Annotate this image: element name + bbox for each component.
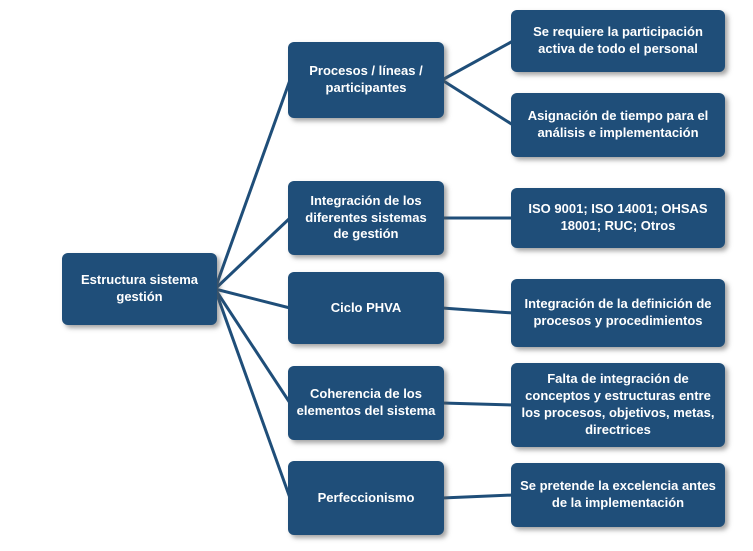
node-branch-label: Procesos / líneas / participantes	[309, 63, 423, 95]
node-branch-label: Integración de los diferentes sistemas d…	[305, 192, 427, 242]
node-leaf-integracion-definicion: Integración de la definición de procesos…	[511, 279, 725, 347]
node-leaf-normas-iso: ISO 9001; ISO 14001; OHSAS 18001; RUC; O…	[511, 188, 725, 248]
node-branch-label: Coherencia de los elementos del sistema	[296, 386, 436, 418]
node-leaf-label: ISO 9001; ISO 14001; OHSAS 18001; RUC; O…	[528, 201, 708, 233]
node-root: Estructura sistema gestión	[62, 253, 217, 325]
connector-root-branch-0	[213, 79, 292, 290]
node-branch-integracion-sistemas: Integración de los diferentes sistemas d…	[288, 181, 444, 255]
node-branch-coherencia: Coherencia de los elementos del sistema	[288, 366, 444, 440]
node-leaf-label: Se requiere la participación activa de t…	[533, 24, 703, 56]
node-leaf-falta-integracion: Falta de integración de conceptos y estr…	[511, 363, 725, 447]
node-leaf-label: Asignación de tiempo para el análisis e …	[527, 108, 709, 140]
connector-branch-2-leaf-0	[441, 306, 514, 315]
node-branch-procesos: Procesos / líneas / participantes	[288, 42, 444, 118]
node-leaf-participacion-personal: Se requiere la participación activa de t…	[511, 10, 725, 72]
node-leaf-label: Se pretende la excelencia antes de la im…	[520, 478, 716, 510]
connector-branch-0-leaf-1	[441, 78, 514, 127]
connector-root-branch-4	[213, 288, 292, 499]
node-branch-ciclo-phva: Ciclo PHVA	[288, 272, 444, 344]
node-leaf-asignacion-tiempo: Asignación de tiempo para el análisis e …	[511, 93, 725, 157]
connector-branch-3-leaf-0	[441, 401, 514, 407]
connector-root-branch-3	[213, 288, 292, 404]
node-branch-label: Perfeccionismo	[317, 489, 415, 505]
node-leaf-label: Falta de integración de conceptos y estr…	[521, 371, 715, 437]
node-root-label: Estructura sistema gestión	[80, 272, 199, 304]
node-leaf-excelencia: Se pretende la excelencia antes de la im…	[511, 463, 725, 527]
node-leaf-label: Integración de la definición de procesos…	[524, 296, 712, 328]
connector-branch-4-leaf-0	[441, 493, 514, 500]
connector-branch-0-leaf-0	[441, 39, 514, 82]
connector-root-branch-2	[214, 287, 291, 310]
connector-root-branch-1	[213, 216, 292, 291]
node-branch-label: Ciclo PHVA	[330, 299, 402, 315]
node-branch-perfeccionismo: Perfeccionismo	[288, 461, 444, 535]
